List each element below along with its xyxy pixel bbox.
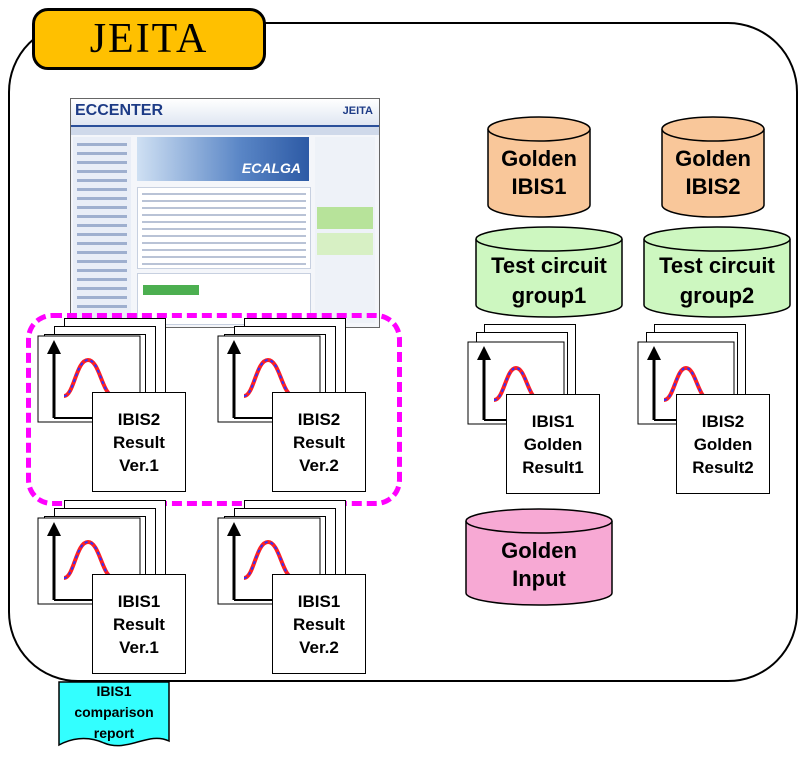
website-sidebar [73, 137, 131, 323]
website-green-button [143, 285, 199, 295]
jeita-logo: JEITA [342, 105, 373, 117]
website-green-banner [317, 207, 373, 229]
highlight-dashed-region [26, 313, 402, 506]
jeita-title-tab: JEITA [32, 8, 266, 70]
waveform-chart-icon [217, 517, 321, 605]
website-nav-bar [71, 127, 379, 135]
website-right-column [315, 137, 375, 323]
eccenter-website-screenshot: ECCENTER JEITA ECALGA [70, 98, 380, 328]
eccenter-logo: ECCENTER [75, 102, 164, 119]
website-green-banner-2 [317, 233, 373, 255]
ecalga-banner-text: ECALGA [241, 160, 301, 176]
website-banner: ECALGA [137, 137, 309, 181]
jeita-container-frame [8, 22, 798, 682]
website-header: ECCENTER JEITA [71, 99, 379, 127]
website-news-panel [137, 187, 311, 269]
